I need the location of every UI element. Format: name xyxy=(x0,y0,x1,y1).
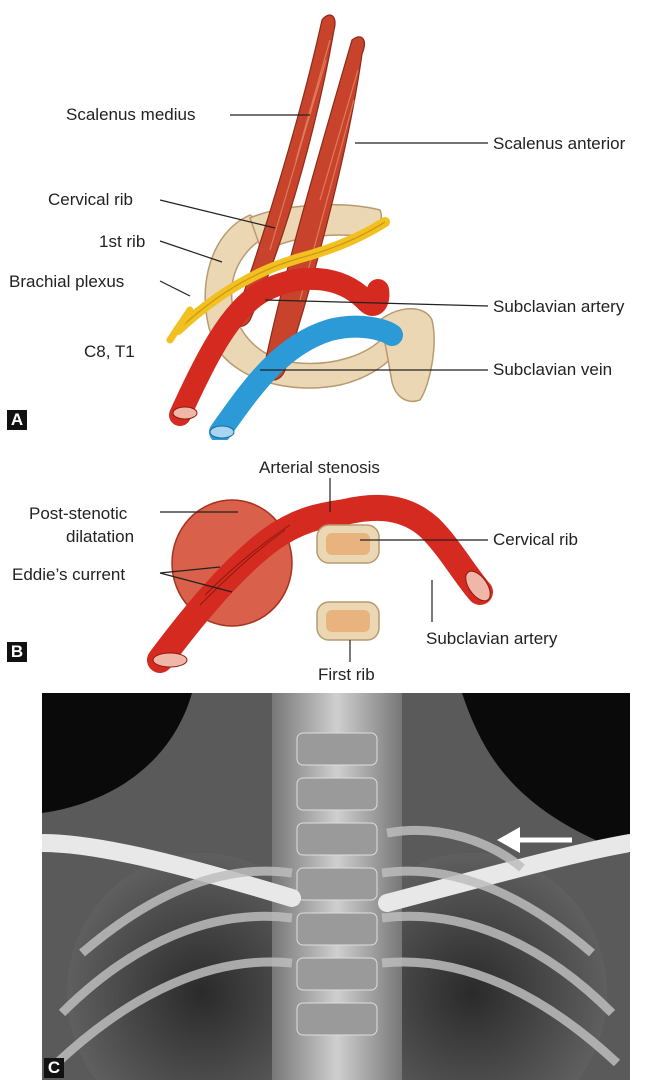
panel-c-letter: C xyxy=(44,1058,64,1078)
label-subclavian-artery-a: Subclavian artery xyxy=(493,298,624,315)
label-c8-t1: C8, T1 xyxy=(84,343,135,360)
label-scalenus-medius: Scalenus medius xyxy=(66,106,195,123)
label-arterial-stenosis: Arterial stenosis xyxy=(259,459,380,476)
panel-a-letter: A xyxy=(7,410,27,430)
label-cervical-rib-a: Cervical rib xyxy=(48,191,133,208)
label-subclavian-artery-b: Subclavian artery xyxy=(426,630,557,647)
label-scalenus-anterior: Scalenus anterior xyxy=(493,135,625,152)
label-first-rib-b: First rib xyxy=(318,666,375,683)
panel-b-letter: B xyxy=(7,642,27,662)
label-brachial-plexus: Brachial plexus xyxy=(9,273,124,290)
label-eddies-current: Eddie’s current xyxy=(12,566,125,583)
label-post-stenotic-line2: dilatation xyxy=(66,528,134,545)
chest-xray-image xyxy=(42,693,630,1080)
label-first-rib-a: 1st rib xyxy=(99,233,145,250)
label-cervical-rib-b: Cervical rib xyxy=(493,531,578,548)
label-post-stenotic-line1: Post-stenotic xyxy=(29,505,127,522)
label-subclavian-vein: Subclavian vein xyxy=(493,361,612,378)
